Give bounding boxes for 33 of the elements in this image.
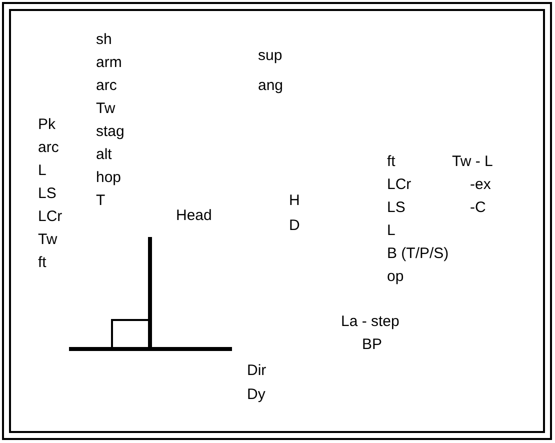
- abbreviation-label: Tw: [38, 231, 58, 249]
- abbreviation-label: hop: [96, 169, 122, 187]
- abbreviation-label: Head: [176, 207, 212, 225]
- abbreviation-label: BP: [362, 336, 382, 354]
- abbreviation-label: arc: [96, 77, 117, 95]
- abbreviation-label: H: [289, 192, 300, 210]
- abbreviation-label: La - step: [341, 313, 400, 331]
- abbreviation-label: L: [387, 222, 396, 240]
- abbreviation-label: stag: [96, 123, 124, 141]
- abbreviation-label: LCr: [387, 176, 412, 194]
- abbreviation-label: Dy: [247, 386, 266, 404]
- abbreviation-label: alt: [96, 146, 112, 164]
- abbreviation-label: Tw: [96, 100, 116, 118]
- abbreviation-label: sup: [258, 47, 282, 65]
- abbreviation-label: ft: [38, 254, 46, 272]
- abbreviation-label: Dir: [247, 362, 266, 380]
- abbreviation-label: B (T/P/S): [387, 245, 449, 263]
- abbreviation-label: sh: [96, 31, 112, 49]
- abbreviation-label: arc: [38, 139, 59, 157]
- abbreviation-label: -ex: [470, 176, 491, 194]
- abbreviation-label: L: [38, 162, 46, 180]
- abbreviation-label: op: [387, 268, 404, 286]
- abbreviation-label: T: [96, 192, 106, 210]
- abbreviation-label: ft: [387, 153, 396, 171]
- abbreviation-label: LS: [387, 199, 406, 217]
- abbreviation-label: LCr: [38, 208, 62, 226]
- abbreviation-label: -C: [470, 199, 486, 217]
- abbreviation-label: Pk: [38, 116, 56, 134]
- abbreviation-label: arm: [96, 54, 122, 72]
- abbreviation-label: LS: [38, 185, 56, 203]
- abbreviation-label: Tw - L: [452, 153, 493, 171]
- abbreviation-label: ang: [258, 77, 284, 95]
- abbreviation-label: D: [289, 217, 300, 235]
